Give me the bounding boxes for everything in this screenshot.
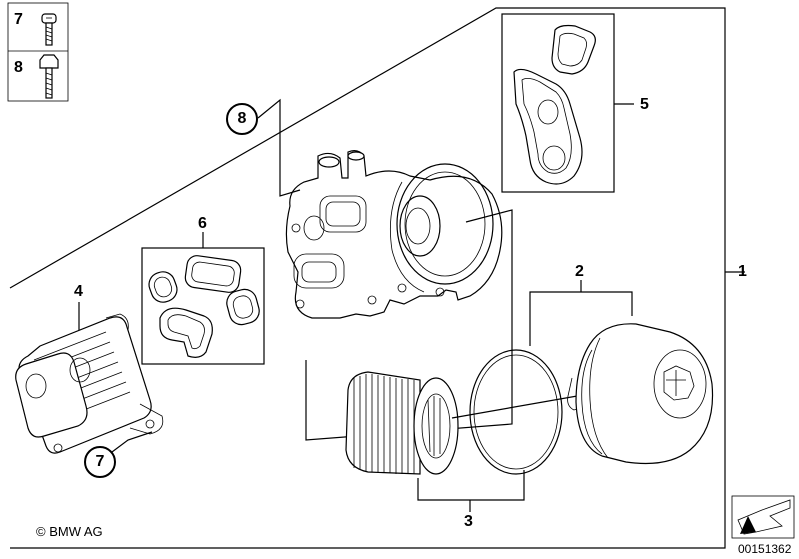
oil-filter-housing bbox=[285, 150, 503, 319]
bracket-2 bbox=[529, 280, 633, 346]
screw-icon bbox=[41, 13, 57, 46]
callout-8-leader bbox=[257, 98, 301, 197]
copyright-text: © BMW AG bbox=[36, 524, 103, 539]
part-label-5: 5 bbox=[640, 96, 649, 113]
part-label-3: 3 bbox=[464, 513, 473, 530]
oil-filter-element bbox=[345, 371, 459, 475]
oil-cooler-4 bbox=[15, 302, 164, 454]
callout-label-8: 8 bbox=[226, 103, 258, 135]
gasket-set-5 bbox=[501, 13, 634, 193]
callout-7-leader bbox=[111, 431, 153, 453]
filter-cap bbox=[567, 323, 714, 465]
gasket-set-6 bbox=[141, 232, 265, 365]
document-number: 00151362 bbox=[738, 542, 792, 556]
part-label-1: 1 bbox=[738, 263, 747, 280]
fastener-legend bbox=[7, 2, 69, 102]
part-label-6: 6 bbox=[198, 215, 207, 232]
legend-label-8: 8 bbox=[14, 59, 23, 76]
bracket-3 bbox=[417, 470, 525, 512]
callout-label-7: 7 bbox=[84, 446, 116, 478]
legend-label-7: 7 bbox=[14, 11, 23, 28]
o-ring bbox=[469, 349, 563, 475]
bolt-icon bbox=[39, 54, 59, 99]
diagonal-arrow-icon bbox=[731, 495, 795, 539]
filter-link-lines bbox=[305, 209, 513, 441]
part-label-2: 2 bbox=[575, 263, 584, 280]
part-label-4: 4 bbox=[74, 283, 83, 300]
filter-center-leader bbox=[451, 391, 601, 419]
group-frame-1 bbox=[9, 7, 745, 549]
